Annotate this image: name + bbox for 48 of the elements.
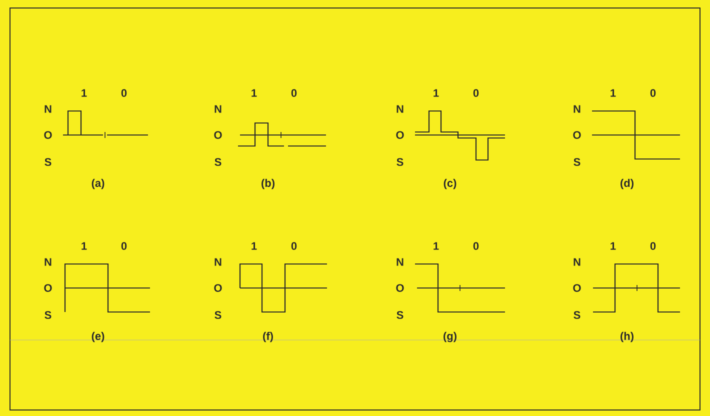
bit-label: 0 [650,89,656,97]
axis-letter: N [44,105,52,113]
axis-letter: O [44,131,52,139]
bit-label: 1 [610,242,616,250]
bit-label: 0 [473,242,479,250]
axis-letter: S [44,158,52,166]
panel-label: (a) [92,178,104,190]
panel-label: (b) [262,178,274,190]
panel-label: (c) [444,178,456,190]
axis-letter: N [44,258,52,266]
bit-label: 0 [650,242,656,250]
panel-label: (e) [92,332,104,342]
axis-letter: O [396,284,404,292]
axis-letter: O [573,284,581,292]
bit-label: 0 [291,89,297,97]
axis-letter: O [214,284,222,292]
bit-label: 1 [82,242,87,250]
panel-label: (f) [263,332,273,342]
axis-letter: S [574,158,580,166]
axis-letter: S [214,158,222,166]
panel-label: (d) [620,178,634,190]
axis-letter: N [574,258,580,266]
bit-label: 0 [121,89,127,97]
axis-letter: S [396,311,404,319]
axis-letter: S [574,311,580,319]
bit-label: 1 [434,242,439,250]
bit-label: 0 [121,242,127,250]
axis-letter: S [44,311,52,319]
axis-letter: N [574,105,580,113]
axis-letter: O [396,131,404,139]
axis-letter: O [214,131,222,139]
bit-label: 0 [473,89,479,97]
axis-letter: N [396,105,404,113]
panel-label: (h) [620,332,634,342]
axis-letter: N [214,258,222,266]
bit-label: 1 [252,89,257,97]
bit-label: 1 [252,242,257,250]
axis-letter: O [44,284,52,292]
panel-label: (g) [444,332,456,342]
bit-label: 0 [291,242,297,250]
bit-label: 1 [610,89,616,97]
bit-label: 1 [434,89,439,97]
axis-letter: S [214,311,222,319]
bit-label: 1 [82,89,87,97]
axis-letter: N [214,105,222,113]
axis-letter: S [396,158,404,166]
axis-letter: N [396,258,404,266]
axis-letter: O [573,131,581,139]
